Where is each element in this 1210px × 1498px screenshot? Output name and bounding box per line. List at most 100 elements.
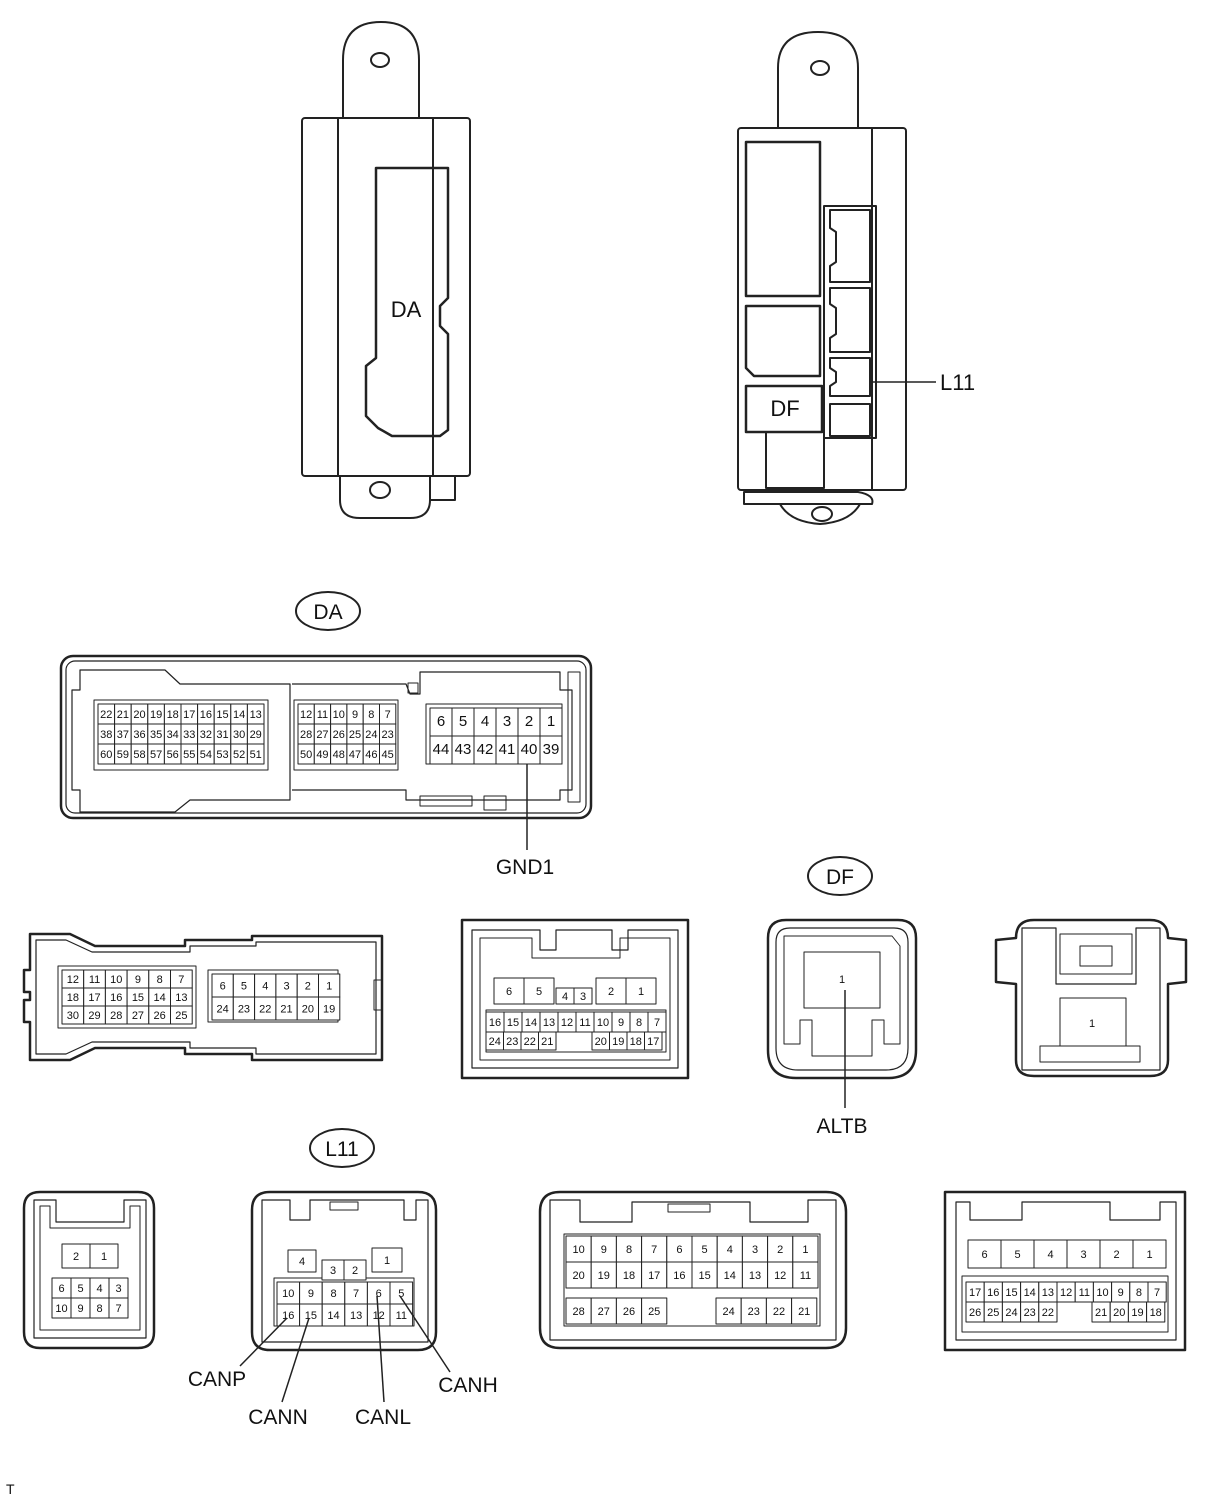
da-pin-39-label: 39 [543,741,560,758]
c26-pin-8-label: 8 [1136,1287,1142,1299]
da-pin-19-label: 19 [150,709,162,721]
c30-pin-10-label: 10 [110,974,122,986]
da-pin-57-label: 57 [150,749,162,761]
da-pin-26-label: 26 [333,729,345,741]
da-pin-11-label: 11 [317,709,328,721]
c26-pin-22-label: 22 [1042,1307,1054,1319]
c26-pin-26-label: 26 [969,1307,981,1319]
da-pin-40-label: 40 [521,741,538,758]
c28-pin-5-label: 5 [702,1244,708,1256]
signal-label-altb: ALTB [817,1115,868,1138]
c28-pin-25-label: 25 [648,1306,660,1318]
c24-pin-14-label: 14 [525,1017,537,1029]
l11-pin-4-label: 4 [299,1256,305,1268]
c24-pin-1-cell [625,977,657,1005]
c28-pin-1-label: 1 [802,1244,808,1256]
caption-da-text: DA [313,601,342,624]
l11-pin-14-label: 14 [327,1310,339,1322]
c28-pin-14-label: 14 [724,1270,736,1282]
c28-pin-6-label: 6 [676,1244,682,1256]
c26-pin-18-label: 18 [1150,1307,1162,1319]
c30-pin-18-label: 18 [67,992,79,1004]
c30-pin-24-label: 24 [217,1004,229,1016]
c30-pin-4-label: 4 [262,981,268,993]
da-pin-7-label: 7 [385,709,391,721]
c24-pin-2-cell [595,977,627,1005]
signal-label-canl: CANL [355,1406,411,1429]
c28-pin-12-label: 12 [774,1270,786,1282]
da-pin-2-label: 2 [525,713,533,730]
c24-pin-10-label: 10 [597,1017,609,1029]
da-pin-49-label: 49 [316,749,328,761]
c10-pin-3-label: 3 [115,1283,121,1295]
c24-pin-11-label: 11 [579,1017,590,1029]
c28-pin-19-cell [590,1261,617,1289]
da-pin-30-label: 30 [233,729,245,741]
c24-pin-3-cell [573,987,593,1005]
c26-pin-5-label: 5 [1014,1249,1020,1261]
da-pin-20-label: 20 [133,709,145,721]
c30-pin-2-label: 2 [305,981,311,993]
c24-pin-8-label: 8 [636,1017,642,1029]
c24-pin-6-label: 6 [506,986,512,998]
c10-pin-5-label: 5 [77,1283,83,1295]
block-label-l11: L11 [940,370,975,395]
junction-block-left [301,21,471,519]
c28-pin-27-label: 27 [598,1306,610,1318]
c30-pin-13-label: 13 [175,992,187,1004]
da-pin-48-label: 48 [333,749,345,761]
c30-pin-16-label: 16 [110,992,122,1004]
l11-pin-13-label: 13 [350,1310,362,1322]
c26-pin-6-label: 6 [981,1249,987,1261]
da-pin-46-label: 46 [365,749,377,761]
c24-pin-21-cell [538,1031,557,1051]
da-pin-9-label: 9 [352,709,358,721]
l11-pin-4-cell [287,1249,317,1273]
da-pin-33-label: 33 [183,729,195,741]
c1pin-pin-1: 1 [1089,1018,1095,1030]
c26-pin-25-label: 25 [987,1307,999,1319]
c10-pin-1-cell [89,1243,119,1269]
c26-pin-22-cell [1038,1301,1058,1323]
c24-pin-20-label: 20 [595,1036,607,1048]
da-pin-14-label: 14 [233,709,245,721]
c24-pin-5-label: 5 [536,986,542,998]
c10-pin-8-label: 8 [96,1303,102,1315]
da-pin-51-label: 51 [250,749,262,761]
connector-28pin-housing [538,1190,848,1350]
c10-pin-6-label: 6 [58,1283,64,1295]
c24-pin-2-label: 2 [608,986,614,998]
c24-pin-7-label: 7 [654,1017,660,1029]
c26-pin-17-label: 17 [969,1287,981,1299]
da-pin-15-label: 15 [216,709,228,721]
c28-pin-1-cell [792,1235,819,1263]
c30-pin-15-label: 15 [132,992,144,1004]
l11-pin-1-cell [371,1247,403,1273]
c30-pin-12-label: 12 [67,974,79,986]
c28-pin-23-label: 23 [748,1306,760,1318]
c26-pin-7-label: 7 [1154,1287,1160,1299]
c28-pin-26-cell [615,1297,643,1325]
c24-pin-5-cell [523,977,555,1005]
c30-pin-11-label: 11 [89,974,100,986]
c24-pin-21-label: 21 [541,1036,553,1048]
c30-pin-19-cell [318,996,341,1021]
l11-leader-lines [239,1295,451,1403]
c30-pin-21-label: 21 [280,1004,292,1016]
caption-df: DF [807,856,873,896]
da-pin-54-label: 54 [200,749,212,761]
c26-pin-10-label: 10 [1096,1287,1108,1299]
c24-pin-17-cell [644,1031,663,1051]
da-pin-12-label: 12 [300,709,312,721]
c28-pin-11-label: 11 [800,1270,811,1282]
da-pin-28-label: 28 [300,729,312,741]
c30-pin-25-label: 25 [175,1010,187,1022]
caption-l11: L11 [309,1128,375,1168]
da-pin-29-label: 29 [250,729,262,741]
c24-pin-4-label: 4 [562,991,568,1003]
c26-pin-9-label: 9 [1118,1287,1124,1299]
da-pin-27-label: 27 [316,729,328,741]
